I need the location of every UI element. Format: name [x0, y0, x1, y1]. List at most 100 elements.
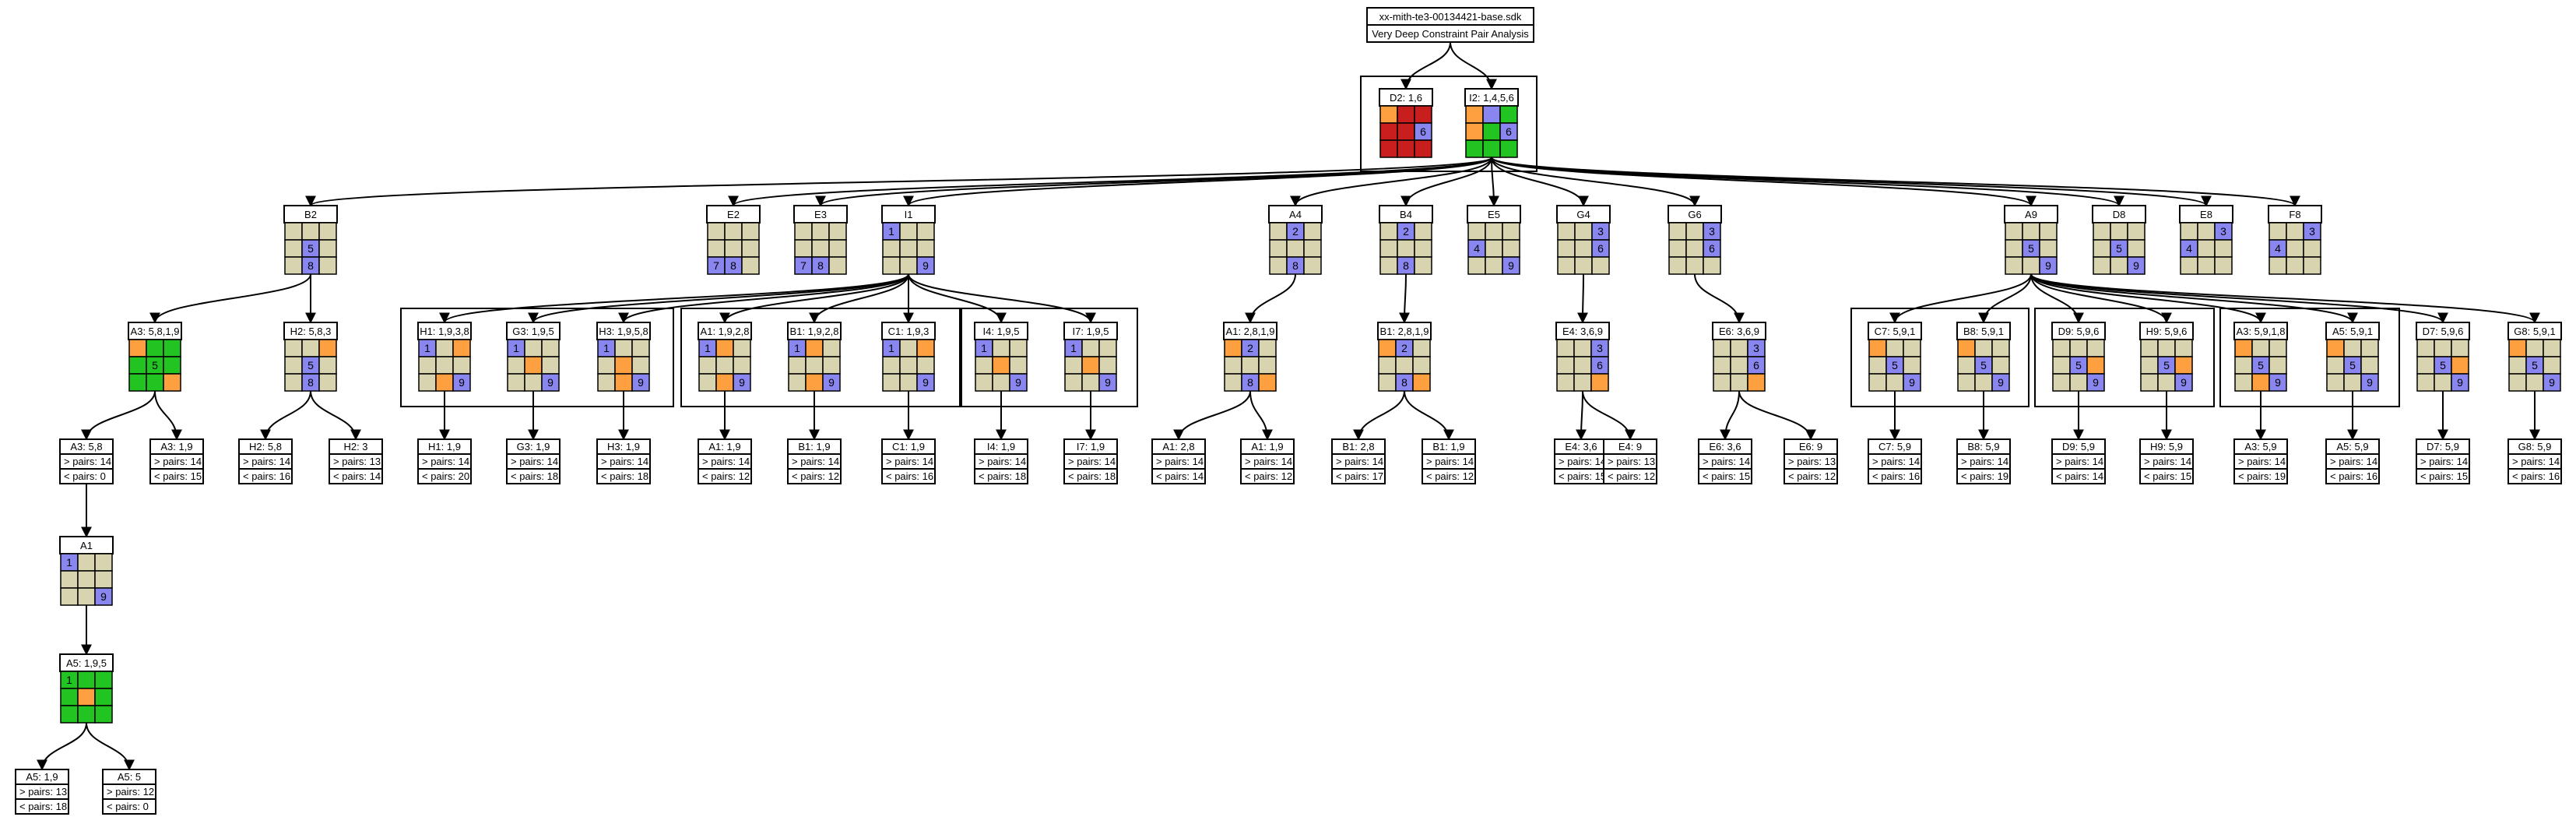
grid-cell [916, 356, 935, 375]
node-i1g[interactable]: I4: 1,9,519 [974, 322, 1028, 392]
node-d2[interactable]: D2: 1,66 [1379, 88, 1433, 158]
cell-digit: 9 [547, 376, 554, 389]
cell-digit: 1 [513, 342, 519, 354]
grid-cell [614, 373, 633, 392]
node-a9dl[interactable]: H9: 5,9> pairs: 14< pairs: 15 [2139, 438, 2194, 484]
grid-cell [541, 356, 560, 375]
pairs-greater: > pairs: 14 [886, 456, 933, 467]
node-a5n[interactable]: A5: 1,9,51 [59, 653, 114, 724]
node-a4a[interactable]: A1: 2,8,1,928 [1223, 322, 1277, 392]
node-label: A5: 1,9,5 [66, 657, 107, 669]
grid-cell [1556, 373, 1575, 392]
node-i1al[interactable]: H1: 1,9> pairs: 14< pairs: 20 [417, 438, 472, 484]
leaf-label: I7: 1,9 [1077, 441, 1105, 452]
grid-cell [1885, 339, 1904, 357]
node-a9bl[interactable]: B8: 5,9> pairs: 14< pairs: 19 [1956, 438, 2011, 484]
node-i1c[interactable]: H3: 1,9,5,819 [596, 322, 651, 392]
node-b4aa[interactable]: B1: 2,8> pairs: 14< pairs: 17 [1331, 438, 1386, 484]
node-a9f[interactable]: A5: 5,9,159 [2325, 322, 2380, 392]
node-a9d[interactable]: H9: 5,9,659 [2139, 322, 2194, 392]
node-i1fl[interactable]: C1: 1,9> pairs: 14< pairs: 16 [881, 438, 936, 484]
node-i2[interactable]: I2: 1,4,5,66 [1464, 88, 1519, 158]
node-a9g[interactable]: D7: 5,9,659 [2416, 322, 2470, 392]
leaf-label: A3: 5,9 [2244, 441, 2276, 452]
node-i1hl[interactable]: I7: 1,9> pairs: 14< pairs: 18 [1063, 438, 1118, 484]
node-i1dl[interactable]: A1: 1,9> pairs: 14< pairs: 12 [698, 438, 752, 484]
node-i1e[interactable]: B1: 1,9,2,819 [787, 322, 842, 392]
node-a9e[interactable]: A3: 5,9,1,859 [2233, 322, 2288, 392]
node-label: D7: 5,9,6 [2423, 326, 2464, 337]
node-a9a[interactable]: C7: 5,9,159 [1868, 322, 1922, 392]
grid-cell [2268, 356, 2287, 375]
grid-cell [899, 239, 918, 258]
node-i1d[interactable]: A1: 1,9,2,819 [698, 322, 752, 392]
grid-cell [2005, 239, 2023, 258]
node-a9hl[interactable]: G8: 5,9> pairs: 14< pairs: 16 [2507, 438, 2562, 484]
node-b2a[interactable]: A3: 5,8,1,95 [128, 322, 182, 392]
node-i1b[interactable]: G3: 1,9,519 [506, 322, 561, 392]
node-a9h[interactable]: G8: 5,9,159 [2507, 322, 2562, 392]
node-i1bl[interactable]: G3: 1,9> pairs: 14< pairs: 18 [506, 438, 561, 484]
node-i1h[interactable]: I7: 1,9,519 [1063, 322, 1118, 392]
grid-cell [822, 339, 841, 357]
grid-cell [882, 239, 901, 258]
node-a9gl[interactable]: D7: 5,9> pairs: 14< pairs: 15 [2416, 438, 2470, 484]
grid-cell [2005, 222, 2023, 241]
root-node[interactable]: xx-mith-te3-00134421-base.sdk Very Deep … [1366, 7, 1534, 43]
node-a9c[interactable]: D9: 5,9,659 [2051, 322, 2106, 392]
grid-cell [1412, 356, 1431, 375]
grid-cell [60, 587, 79, 606]
node-a9cl[interactable]: D9: 5,9> pairs: 14< pairs: 14 [2051, 438, 2106, 484]
pairs-greater: > pairs: 14 [1068, 456, 1116, 467]
pairs-greater: > pairs: 14 [702, 456, 750, 467]
node-g4ab[interactable]: E4: 9> pairs: 13< pairs: 12 [1603, 438, 1657, 484]
node-g6aa[interactable]: E6: 3,6> pairs: 14< pairs: 15 [1698, 438, 1752, 484]
grid-cell [1502, 256, 1520, 275]
node-a5b[interactable]: A5: 5> pairs: 12< pairs: 0 [102, 769, 156, 815]
node-b2b[interactable]: H2: 5,8,358 [283, 322, 338, 392]
node-b4a[interactable]: B1: 2,8,1,928 [1377, 322, 1432, 392]
node-g4a[interactable]: E4: 3,6,936 [1555, 322, 1610, 392]
node-a4aa[interactable]: A1: 2,8> pairs: 14< pairs: 14 [1151, 438, 1206, 484]
node-b2ba[interactable]: H2: 5,8> pairs: 14< pairs: 16 [238, 438, 293, 484]
node-a4ab[interactable]: A1: 1,9> pairs: 14< pairs: 12 [1240, 438, 1295, 484]
node-b2bb[interactable]: H2: 3> pairs: 13< pairs: 14 [329, 438, 383, 484]
node-i1el[interactable]: B1: 1,9> pairs: 14< pairs: 12 [787, 438, 842, 484]
node-g4aa[interactable]: E4: 3,6> pairs: 14< pairs: 15 [1554, 438, 1608, 484]
grid-cell [1668, 256, 1687, 275]
node-a5a[interactable]: A5: 1,9> pairs: 13< pairs: 18 [15, 769, 69, 815]
grid-cell [2343, 373, 2362, 392]
node-i1cl[interactable]: H3: 1,9> pairs: 14< pairs: 18 [596, 438, 651, 484]
node-i1f[interactable]: C1: 1,9,319 [881, 322, 936, 392]
node-g6a[interactable]: E6: 3,6,936 [1712, 322, 1766, 392]
node-b2ab[interactable]: A3: 1,9> pairs: 14< pairs: 15 [149, 438, 204, 484]
node-a9fl[interactable]: A5: 5,9> pairs: 14< pairs: 16 [2325, 438, 2380, 484]
node-a9b[interactable]: B8: 5,9,159 [1956, 322, 2011, 392]
grid-cell [452, 339, 471, 357]
grid-cell [1668, 222, 1687, 241]
node-a9al[interactable]: C7: 5,9> pairs: 14< pairs: 16 [1868, 438, 1922, 484]
grid-cell [1574, 239, 1593, 258]
node-b2aa[interactable]: A3: 5,8> pairs: 14< pairs: 0 [59, 438, 114, 484]
node-i1a[interactable]: H1: 1,9,3,819 [417, 322, 472, 392]
node-b4ab[interactable]: B1: 1,9> pairs: 14< pairs: 12 [1422, 438, 1476, 484]
node-g6ab[interactable]: E6: 9> pairs: 13< pairs: 12 [1784, 438, 1838, 484]
grid-cell [128, 356, 147, 375]
grid-cell [318, 356, 337, 375]
node-a9el[interactable]: A3: 5,9> pairs: 14< pairs: 19 [2233, 438, 2288, 484]
node-i1gl[interactable]: I4: 1,9> pairs: 14< pairs: 18 [974, 438, 1028, 484]
